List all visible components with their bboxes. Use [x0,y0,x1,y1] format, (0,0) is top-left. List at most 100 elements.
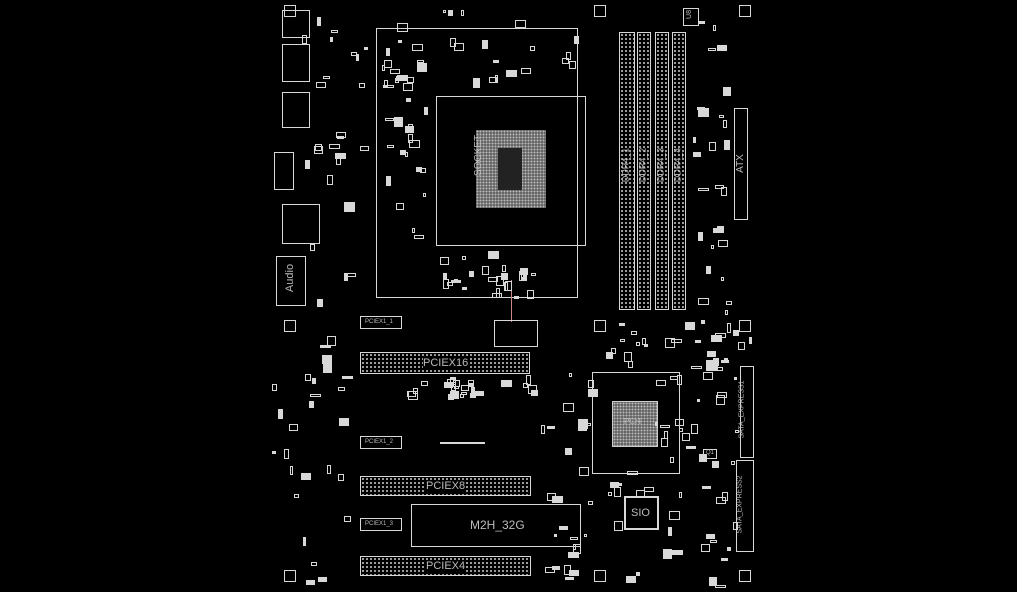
smd-component[interactable] [564,564,572,575]
smd-component[interactable] [528,385,538,395]
smd-component[interactable] [500,380,512,388]
smd-component[interactable] [582,422,591,426]
smd-component[interactable] [679,427,684,432]
dimm-slot-2[interactable] [637,32,651,310]
smd-component[interactable] [336,132,347,139]
smd-component[interactable] [327,336,337,347]
io-connector[interactable] [282,92,310,128]
smd-component[interactable] [641,338,646,346]
smd-component[interactable] [330,29,338,33]
smd-component[interactable] [492,293,502,299]
smd-component[interactable] [462,286,468,290]
smd-component[interactable] [734,429,739,433]
smd-component[interactable] [697,187,709,191]
mounting-hole[interactable] [594,570,606,582]
smd-component[interactable] [732,522,738,531]
smd-component[interactable] [696,107,705,111]
atx-power-connector[interactable] [734,108,748,220]
smd-component[interactable] [588,501,594,506]
smd-component[interactable] [697,399,701,403]
smd-component[interactable] [706,534,716,540]
smd-component[interactable] [726,547,731,552]
smd-component[interactable] [360,145,370,151]
smd-component[interactable] [677,375,683,386]
smd-component[interactable] [397,74,409,81]
smd-component[interactable] [442,10,446,14]
smd-component[interactable] [396,202,405,210]
smd-component[interactable] [716,395,726,406]
smd-component[interactable] [420,380,428,386]
pcie-x1-slot[interactable]: PCIEX1_2 [360,436,402,449]
smd-component[interactable] [547,426,556,430]
smd-component[interactable] [717,392,728,399]
mounting-hole[interactable] [594,320,606,332]
smd-component[interactable] [713,24,717,31]
smd-component[interactable] [562,402,574,412]
smd-component[interactable] [692,136,696,143]
smd-component[interactable] [500,272,508,280]
smd-component[interactable] [587,379,594,388]
smd-component[interactable] [423,192,427,197]
smd-component[interactable] [671,339,683,344]
cpu-socket[interactable] [436,96,586,246]
smd-component[interactable] [467,380,474,388]
smd-component[interactable] [545,567,556,574]
smd-component[interactable] [473,77,481,88]
smd-component[interactable] [672,550,684,556]
smd-component[interactable] [723,86,732,96]
smd-component[interactable] [565,577,575,581]
smd-component[interactable] [518,271,522,282]
smd-component[interactable] [417,59,425,63]
smd-component[interactable] [701,544,711,553]
smd-component[interactable] [526,289,534,299]
smd-component[interactable] [685,321,696,330]
smd-component[interactable] [713,366,724,371]
smd-component[interactable] [403,82,414,91]
smd-component[interactable] [730,461,735,466]
smd-component[interactable] [709,577,718,587]
smd-component[interactable] [408,124,414,132]
smd-component[interactable] [702,371,713,380]
dimm-slot-1[interactable] [619,32,635,310]
smd-component[interactable] [400,150,407,156]
smd-component[interactable] [610,348,616,355]
smd-component[interactable] [397,39,402,43]
smd-component[interactable] [343,272,348,281]
smd-component[interactable] [526,375,532,386]
smd-component[interactable] [547,493,557,502]
smd-component[interactable] [338,418,349,427]
smd-component[interactable] [520,67,531,74]
smd-component[interactable] [716,496,727,504]
smd-component[interactable] [705,265,711,274]
smd-component[interactable] [626,470,638,475]
smd-component[interactable] [720,558,728,562]
mounting-hole[interactable] [739,5,751,17]
smd-component[interactable] [697,107,709,117]
smd-component[interactable] [364,47,368,51]
smd-component[interactable] [313,146,323,154]
io-connector[interactable] [282,10,310,38]
smd-component[interactable] [304,160,310,170]
smd-component[interactable] [619,323,625,327]
smd-component[interactable] [424,107,429,116]
smd-component[interactable] [317,298,324,307]
smd-component[interactable] [531,272,536,276]
smd-component[interactable] [699,454,708,463]
smd-component[interactable] [350,51,357,56]
smd-component[interactable] [271,450,276,454]
smd-component[interactable] [284,448,290,459]
smd-component[interactable] [322,76,330,80]
smd-component[interactable] [521,277,525,282]
sata-express-1[interactable] [740,366,754,458]
smd-component[interactable] [356,54,360,62]
mounting-hole[interactable] [284,570,296,582]
smd-component[interactable] [635,342,640,347]
smd-component[interactable] [699,21,706,25]
smd-component[interactable] [724,310,728,316]
smd-component[interactable] [734,376,738,380]
smd-component[interactable] [310,561,317,566]
smd-component[interactable] [578,426,588,432]
smd-component[interactable] [447,10,453,17]
pcie-x1-slot[interactable]: PCIEX1_3 [360,518,402,531]
smd-component[interactable] [705,360,714,365]
